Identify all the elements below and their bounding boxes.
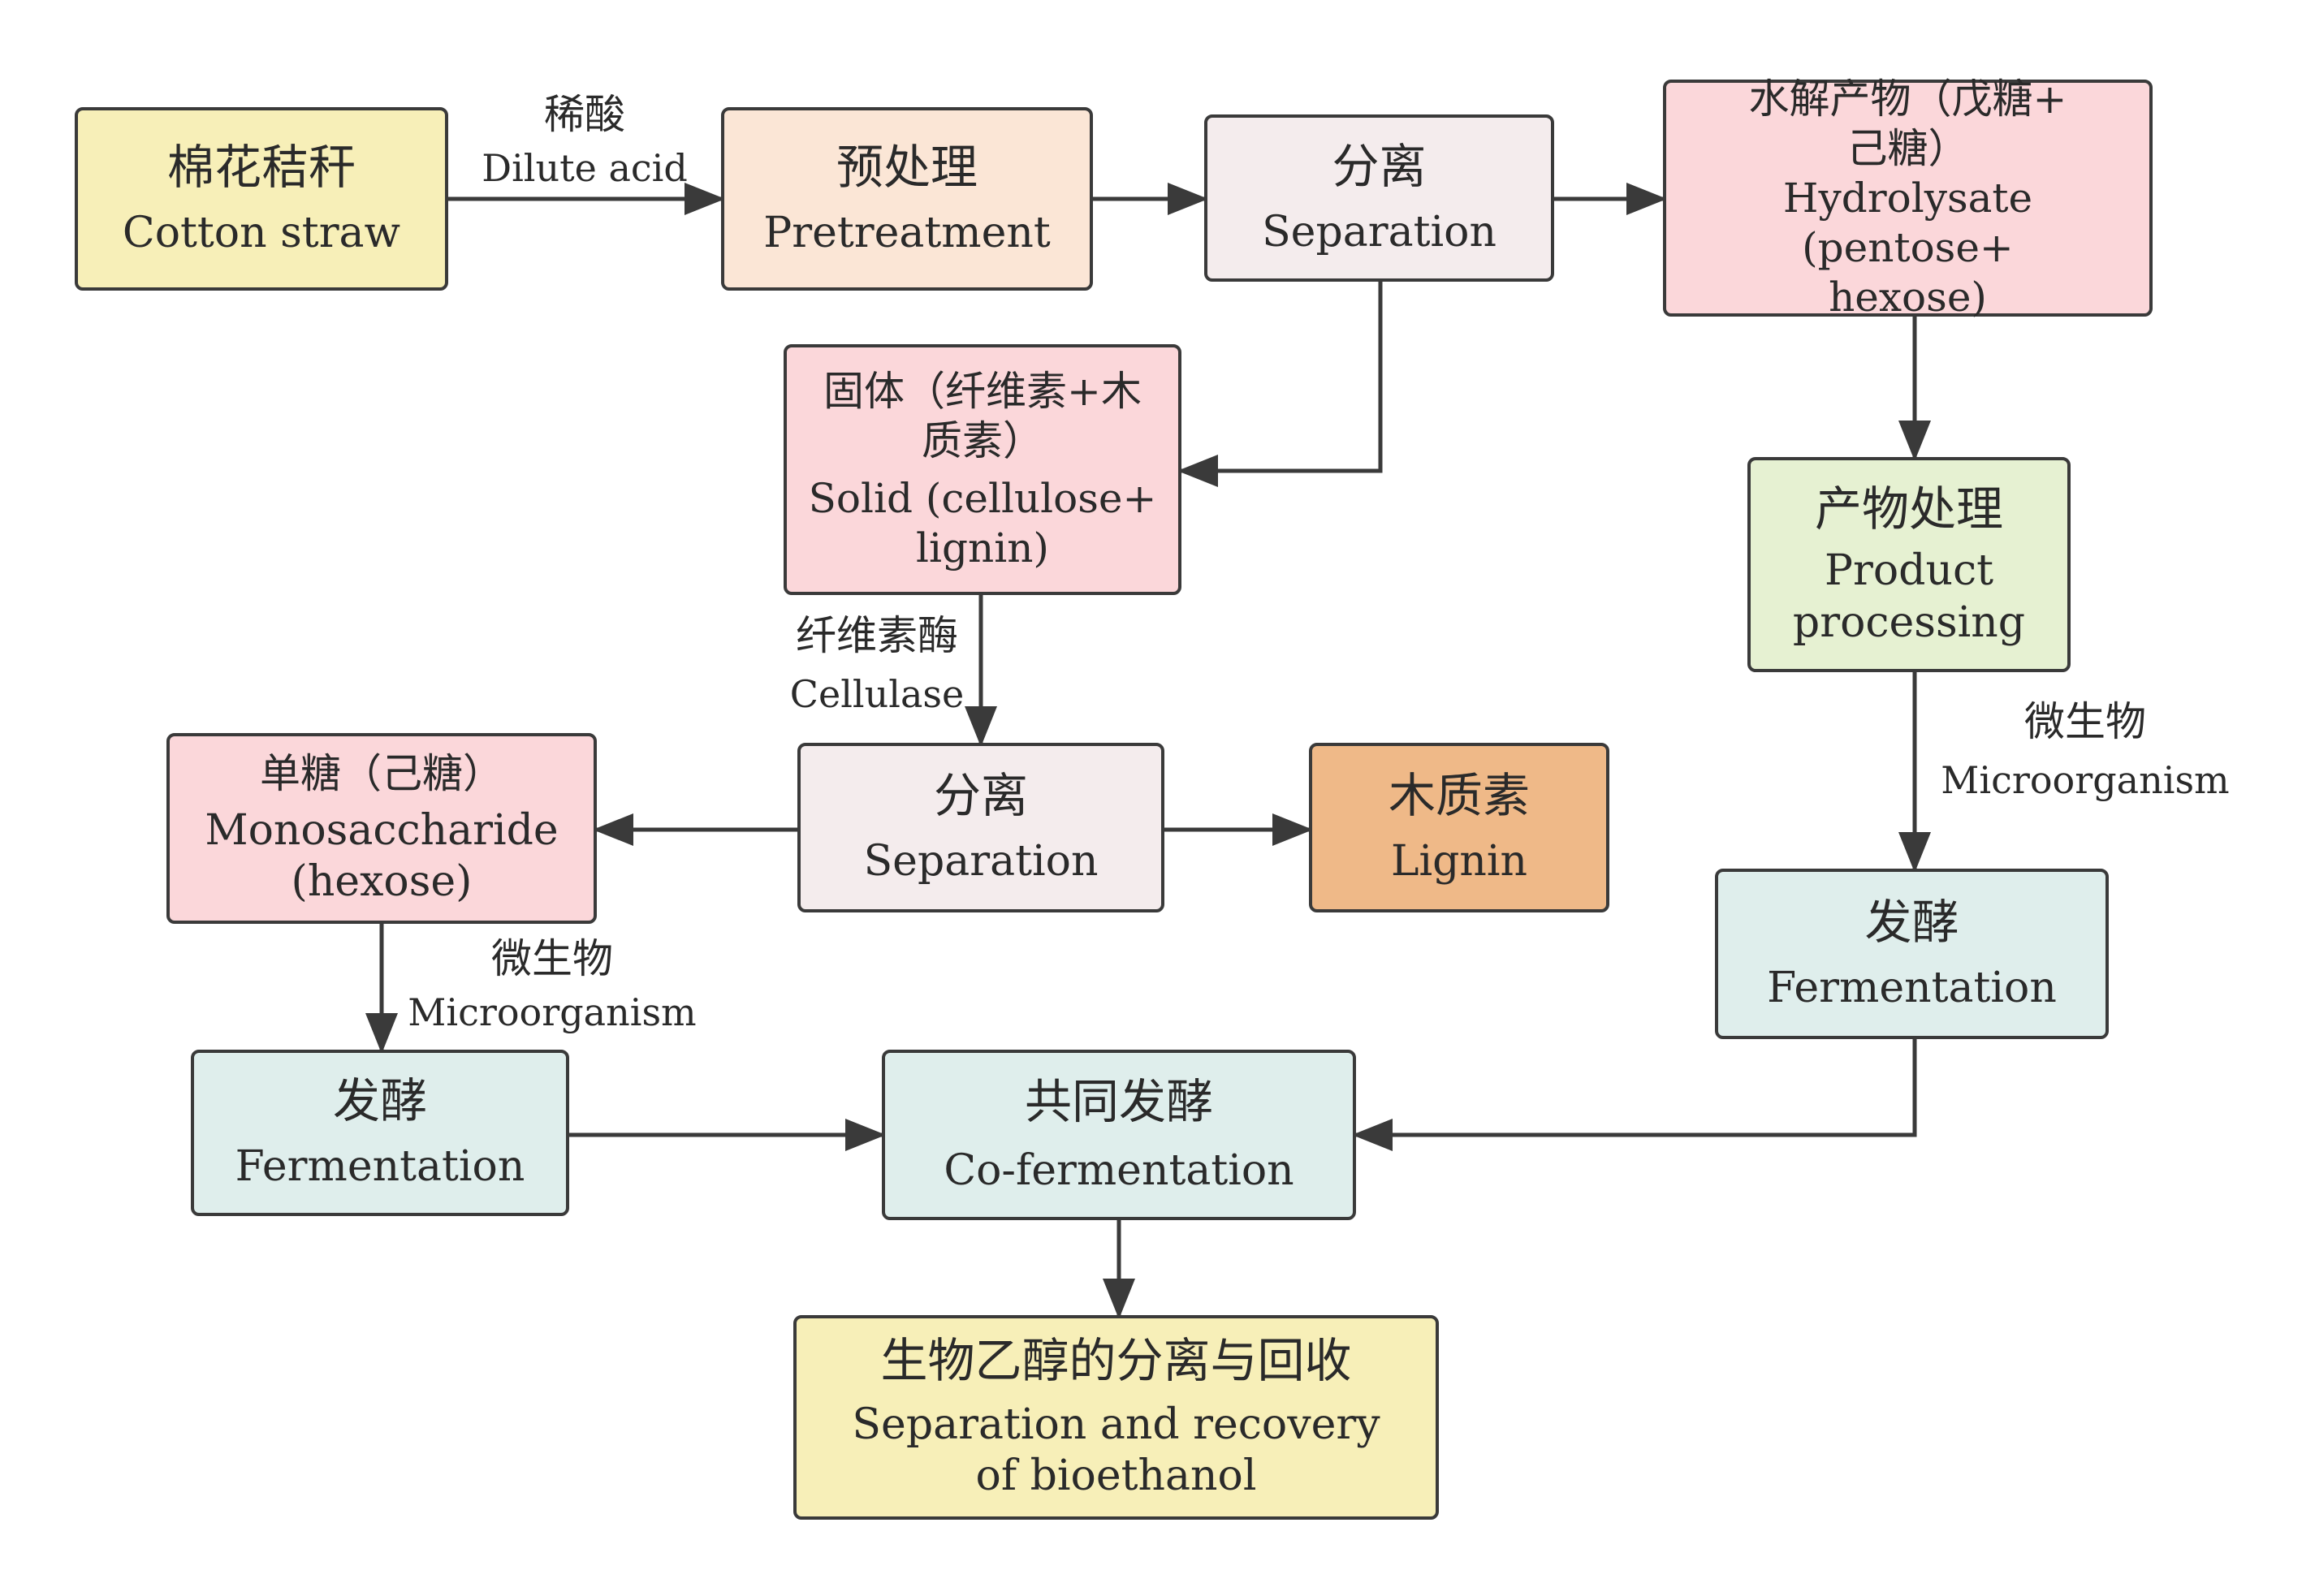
node-monosaccharide-en-2: (hexose) xyxy=(291,857,473,906)
label-microorganism-left: 微生物 Microorganism xyxy=(406,932,698,1037)
node-lignin-en: Lignin xyxy=(1390,837,1528,886)
arrow-fermentation-right-to-cofermentation xyxy=(1352,1039,1917,1151)
node-product-processing-zh: 产物处理 xyxy=(1814,481,2003,537)
arrow-separation-to-solid xyxy=(1177,282,1383,487)
node-cotton-straw: 棉花秸秆 Cotton straw xyxy=(75,107,448,291)
node-separation-1-en: Separation xyxy=(1262,207,1497,257)
node-fermentation-left-en: Fermentation xyxy=(235,1142,525,1192)
label-dilute-acid-zh: 稀酸 xyxy=(544,91,625,138)
node-fermentation-left-zh: 发酵 xyxy=(332,1073,427,1129)
node-pretreatment-zh: 预处理 xyxy=(836,139,978,195)
node-product-processing: 产物处理 Product processing xyxy=(1747,457,2071,672)
node-cotton-straw-en: Cotton straw xyxy=(122,208,401,257)
node-fermentation-right-en: Fermentation xyxy=(1767,963,2057,1012)
node-co-fermentation-en: Co-fermentation xyxy=(944,1145,1294,1195)
node-bioethanol-en-2: of bioethanol xyxy=(975,1451,1257,1501)
label-cellulase: 纤维素酶 Cellulase xyxy=(780,609,974,719)
node-separation-2: 分离 Separation xyxy=(797,743,1164,912)
node-lignin-zh: 木质素 xyxy=(1388,768,1530,824)
node-bioethanol-en-1: Separation and recovery xyxy=(852,1400,1380,1449)
node-solid-en-2: lignin) xyxy=(916,524,1049,572)
label-microorganism-right: 微生物 Microorganism xyxy=(1939,695,2231,805)
label-dilute-acid-en: Dilute acid xyxy=(482,145,688,190)
label-cellulase-zh: 纤维素酶 xyxy=(796,612,958,659)
label-microorganism-left-zh: 微生物 xyxy=(491,935,613,982)
node-separation-1: 分离 Separation xyxy=(1204,114,1554,282)
node-monosaccharide: 单糖（己糖） Monosaccharide (hexose) xyxy=(166,733,597,924)
node-separation-2-en: Separation xyxy=(863,837,1099,886)
node-separation-1-zh: 分离 xyxy=(1332,138,1427,194)
node-bioethanol: 生物乙醇的分离与回收 Separation and recovery of bi… xyxy=(793,1315,1439,1520)
label-microorganism-right-en: Microorganism xyxy=(1941,757,2230,802)
node-pretreatment-en: Pretreatment xyxy=(763,208,1051,257)
node-hydrolysate: 水解产物（戊糖+ 己糖） Hydrolysate (pentose+ hexos… xyxy=(1663,75,2153,321)
node-solid-zh-1: 固体（纤维素+木 xyxy=(823,367,1142,415)
node-fermentation-right-zh: 发酵 xyxy=(1864,894,1959,950)
node-co-fermentation: 共同发酵 Co-fermentation xyxy=(882,1050,1356,1220)
node-monosaccharide-zh: 单糖（己糖） xyxy=(260,749,503,797)
node-lignin: 木质素 Lignin xyxy=(1309,743,1609,912)
node-product-processing-en-2: processing xyxy=(1792,597,2026,647)
node-fermentation-left: 发酵 Fermentation xyxy=(191,1050,569,1216)
node-co-fermentation-zh: 共同发酵 xyxy=(1024,1073,1213,1129)
label-microorganism-right-zh: 微生物 xyxy=(2024,698,2146,745)
node-hydrolysate-en-1: Hydrolysate (pentose+ xyxy=(1782,174,2033,271)
label-cellulase-en: Cellulase xyxy=(789,671,965,716)
label-microorganism-left-en: Microorganism xyxy=(408,990,697,1034)
node-solid-zh-2: 质素） xyxy=(922,416,1043,464)
node-solid: 固体（纤维素+木 质素） Solid (cellulose+ lignin) xyxy=(784,344,1181,595)
node-product-processing-en-1: Product xyxy=(1825,546,1993,596)
node-hydrolysate-zh-1: 水解产物（戊糖+ xyxy=(1748,75,2067,123)
node-hydrolysate-zh-2: 己糖） xyxy=(1846,124,1969,172)
node-bioethanol-zh: 生物乙醇的分离与回收 xyxy=(880,1333,1352,1389)
node-hydrolysate-en-2: hexose) xyxy=(1829,273,1987,321)
node-cotton-straw-zh: 棉花秸秆 xyxy=(166,139,356,195)
node-pretreatment: 预处理 Pretreatment xyxy=(721,107,1093,291)
node-solid-en-1: Solid (cellulose+ xyxy=(808,474,1157,522)
node-separation-2-zh: 分离 xyxy=(933,768,1028,824)
node-fermentation-right: 发酵 Fermentation xyxy=(1715,869,2109,1039)
node-monosaccharide-en-1: Monosaccharide xyxy=(205,805,559,855)
label-dilute-acid: 稀酸 Dilute acid xyxy=(479,88,690,193)
